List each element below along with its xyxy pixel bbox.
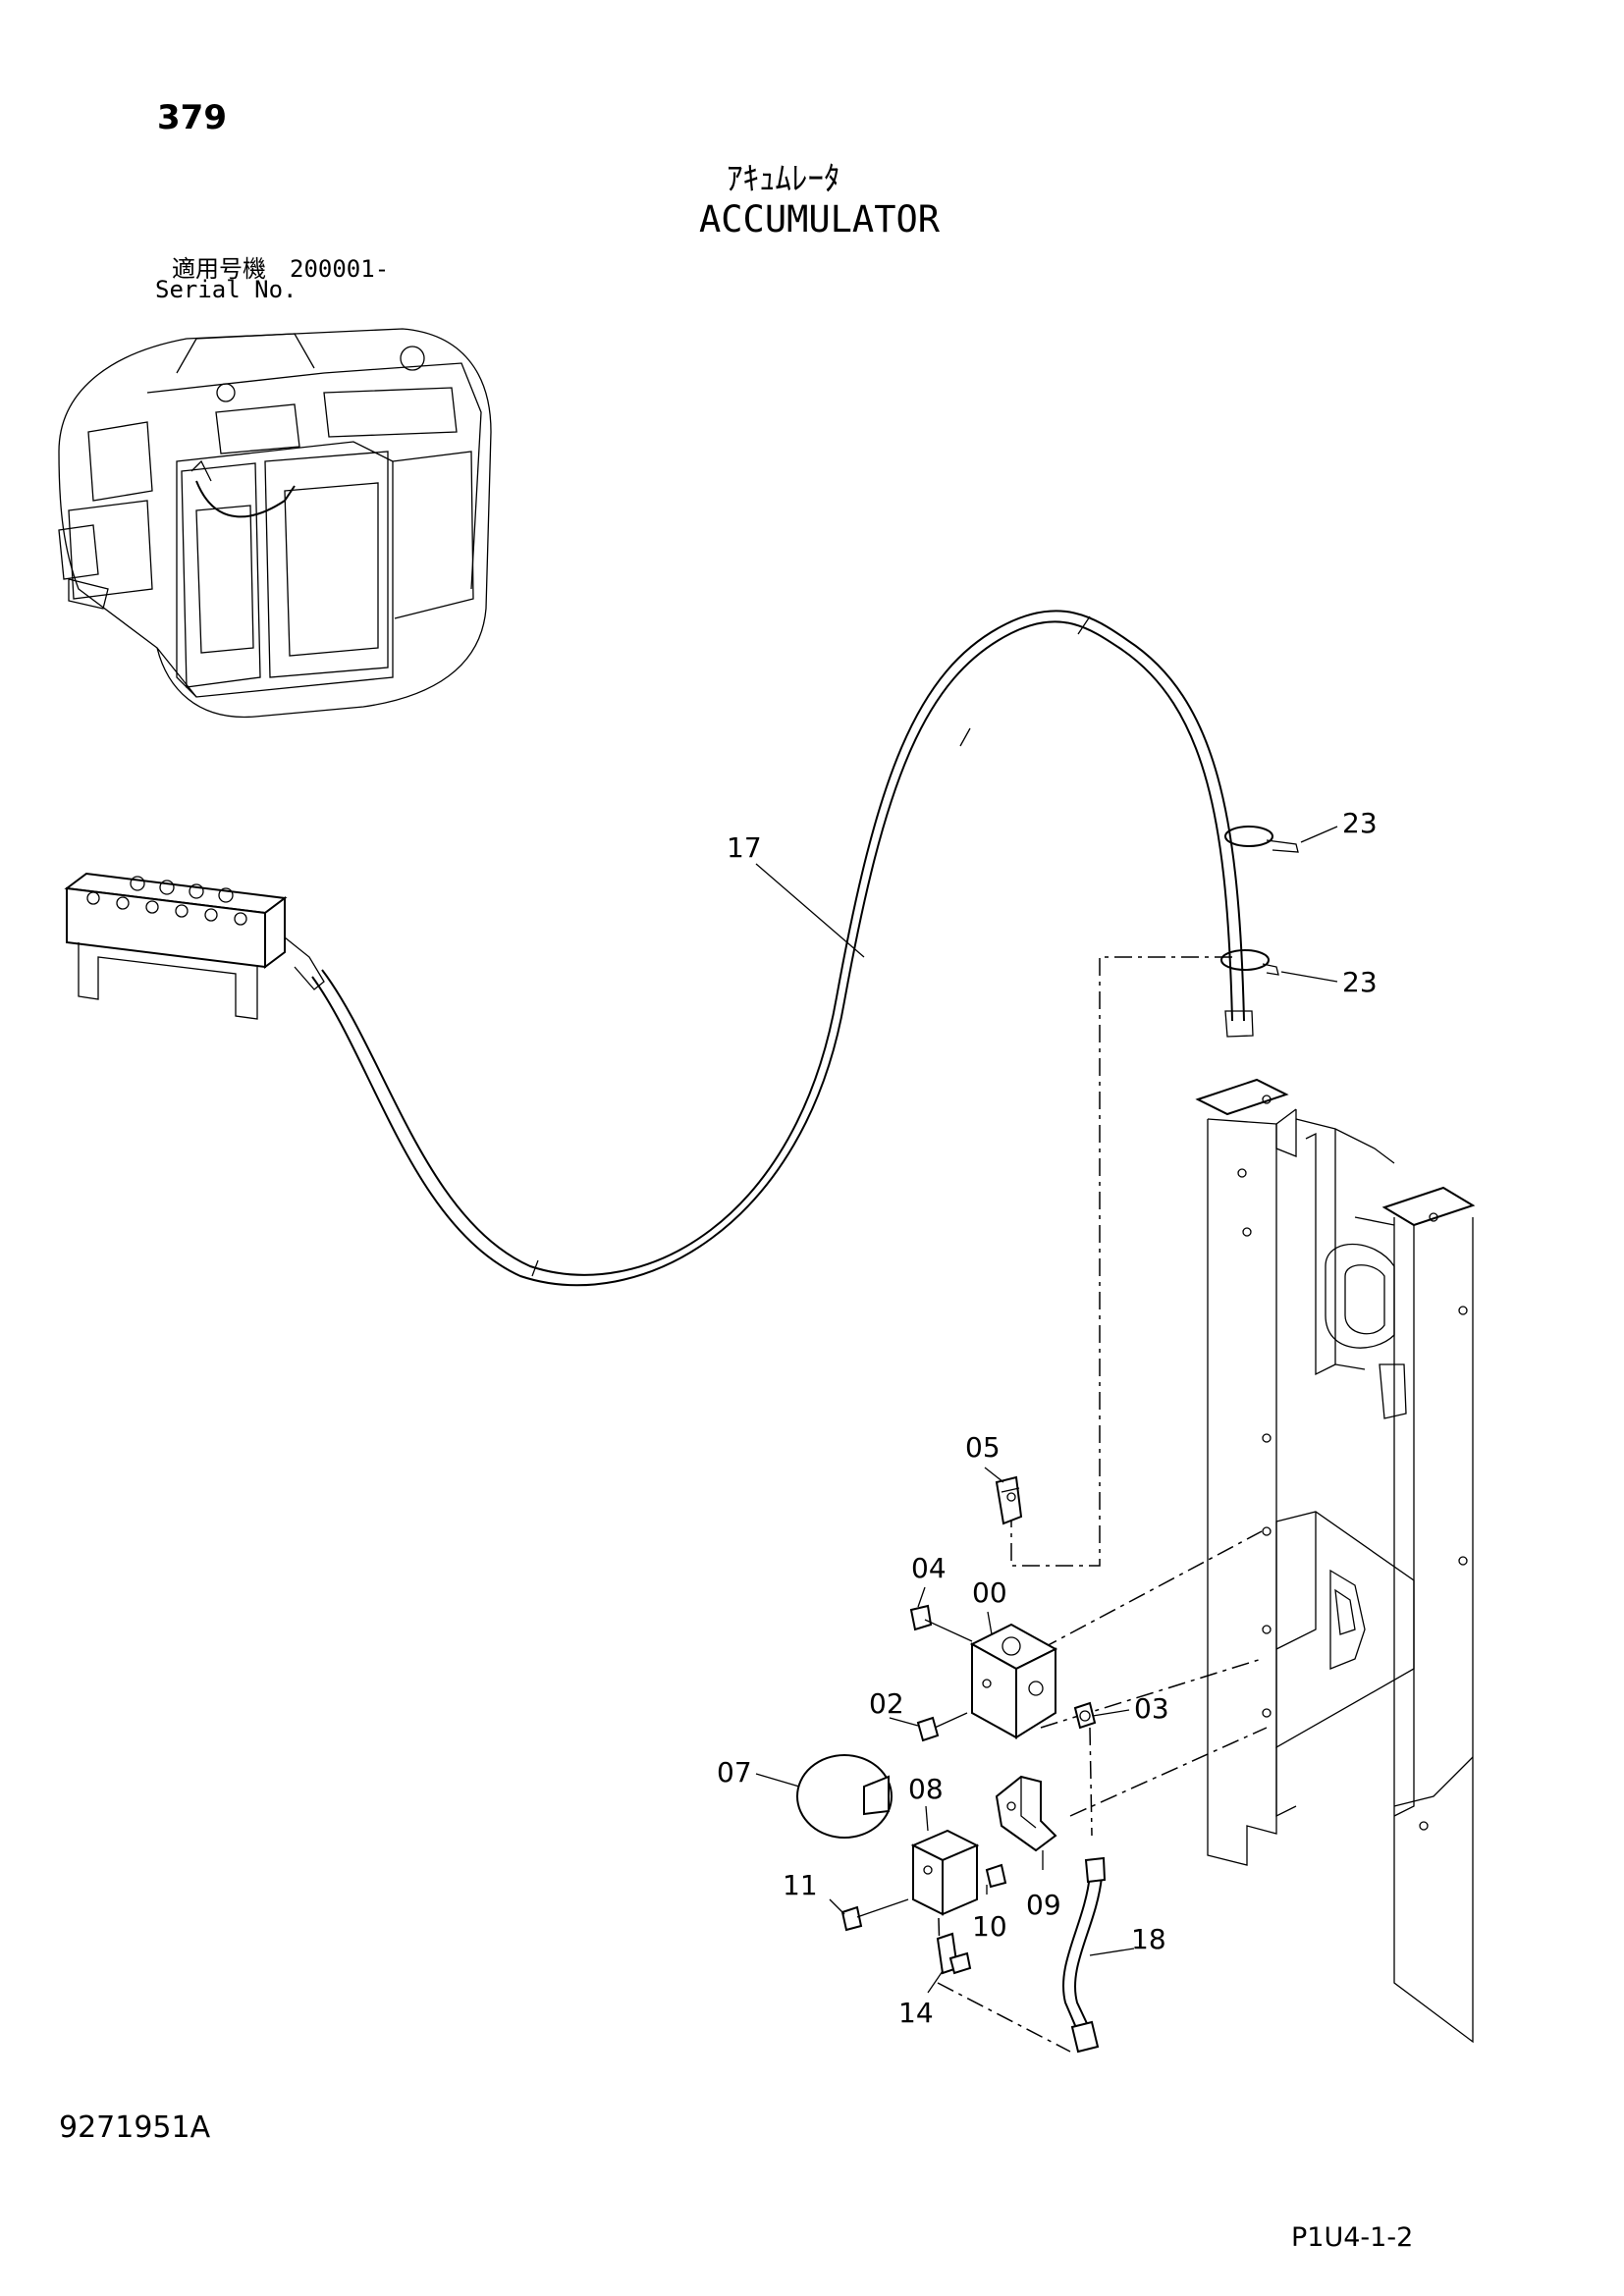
bolt-04 bbox=[909, 1604, 973, 1642]
callout-03: 03 bbox=[1134, 1692, 1169, 1725]
accumulator-07 bbox=[796, 1754, 893, 1839]
callout-07: 07 bbox=[717, 1756, 752, 1789]
callout-17: 17 bbox=[727, 831, 762, 864]
callout-18: 18 bbox=[1131, 1923, 1166, 1955]
callout-00: 00 bbox=[972, 1576, 1007, 1609]
page-code: P1U4-1-2 bbox=[1291, 2222, 1414, 2253]
hose-18 bbox=[1062, 1856, 1107, 2054]
pilot-valve-block bbox=[64, 872, 325, 1020]
valve-block-00 bbox=[969, 1623, 1058, 1739]
callout-05: 05 bbox=[965, 1431, 1001, 1464]
document-number: 9271951A bbox=[59, 2110, 211, 2145]
bolt-10 bbox=[985, 1863, 1007, 1889]
serial-label-english: Serial No. bbox=[155, 276, 298, 303]
callout-14: 14 bbox=[898, 1997, 934, 2029]
callout-23-upper: 23 bbox=[1342, 807, 1378, 839]
page-title: ACCUMULATOR bbox=[699, 198, 941, 240]
callout-10: 10 bbox=[972, 1910, 1007, 1943]
callout-04: 04 bbox=[911, 1552, 947, 1584]
callout-09: 09 bbox=[1026, 1889, 1061, 1921]
callout-08: 08 bbox=[908, 1773, 944, 1805]
bolt-02 bbox=[916, 1712, 968, 1742]
leader-lines bbox=[755, 826, 1338, 1994]
hose-clip-23-lower bbox=[1220, 949, 1279, 976]
callout-23-lower: 23 bbox=[1342, 966, 1378, 998]
serial-label-japanese: 適用号機 200001- bbox=[172, 255, 390, 283]
elbow-fitting-14 bbox=[936, 1932, 972, 1975]
mounting-bracket-panel bbox=[1195, 1078, 1476, 2044]
adapter-block-08 bbox=[910, 1829, 980, 1916]
hose-clip-23-upper bbox=[1224, 826, 1299, 853]
bracket-09 bbox=[995, 1775, 1057, 1852]
callout-11: 11 bbox=[783, 1869, 818, 1901]
callout-02: 02 bbox=[869, 1687, 904, 1720]
cab-overview-illustration bbox=[58, 328, 492, 719]
fitting-03 bbox=[1073, 1701, 1097, 1730]
hose-17 bbox=[311, 610, 1254, 1287]
title-japanese: ｱｷｭﾑﾚｰﾀ bbox=[727, 159, 840, 197]
page-number: 379 bbox=[157, 98, 227, 137]
swivel-connector-05 bbox=[995, 1475, 1023, 1525]
bolt-11 bbox=[840, 1898, 909, 1932]
